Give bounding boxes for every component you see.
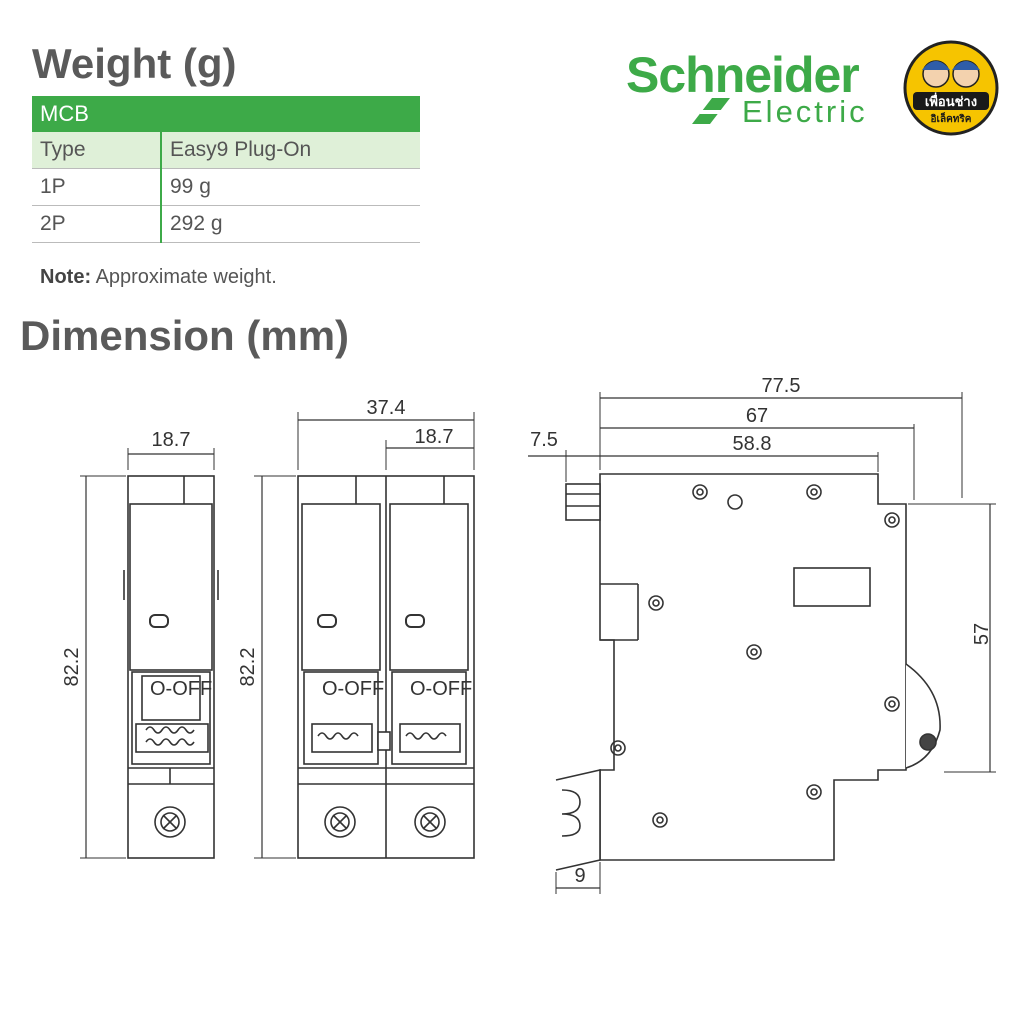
mcb-side-view [555,473,941,871]
weight-note: Note: Approximate weight. [40,266,277,289]
note-label: Note: [40,266,92,288]
note-text: Approximate weight. [95,266,277,288]
table-row: 1P 99 g [32,168,420,206]
dimension-drawing: O-OFF [61,375,996,894]
mcb-1p-front-view [123,475,219,859]
dim-2p-pole-width: 18.7 [415,426,454,448]
table-cell-weight: 99 g [160,168,420,206]
table-cell-weight: 292 g [160,205,420,243]
table-header-product: Easy9 Plug-On [160,132,420,169]
dim-side-9: 9 [574,865,585,887]
table-group-row: MCB [32,96,420,132]
partner-badge-icon: เพื่อนช่าง อิเล็คทริค [903,40,999,136]
table-header-row: Type Easy9 Plug-On [32,132,420,169]
table-header-type: Type [32,132,161,169]
badge-subtext: อิเล็คทริค [931,111,972,125]
weight-table: MCB Type Easy9 Plug-On 1P 99 g 2P 292 g [32,96,420,243]
table-cell-type: 1P [32,168,161,206]
dim-2p-height: 82.2 [237,648,259,687]
switch-label-2p-left: O-OFF [322,678,384,700]
schneider-logo-text: Schneider [626,47,860,103]
switch-label-2p-right: O-OFF [410,678,472,700]
schneider-logo-subtext: Electric [742,94,868,129]
table-row: 2P 292 g [32,205,420,243]
dimension-title: Dimension (mm) [20,312,350,359]
dim-1p-height: 82.2 [61,648,83,687]
table-group-label: MCB [32,96,420,132]
dim-2p-width: 37.4 [367,397,406,419]
badge-text: เพื่อนช่าง [925,92,977,110]
dim-1p-width: 18.7 [152,429,191,451]
dim-side-57: 57 [971,623,993,645]
dim-side-58-8: 58.8 [733,433,772,455]
dim-side-total: 77.5 [762,375,801,397]
schneider-logo-icon [692,98,730,124]
mcb-2p-front-view [297,475,475,859]
dim-side-7-5: 7.5 [530,429,558,451]
dim-side-67: 67 [746,405,768,427]
switch-label-1p: O-OFF [150,678,212,700]
table-cell-type: 2P [32,205,161,243]
weight-title: Weight (g) [32,40,237,87]
